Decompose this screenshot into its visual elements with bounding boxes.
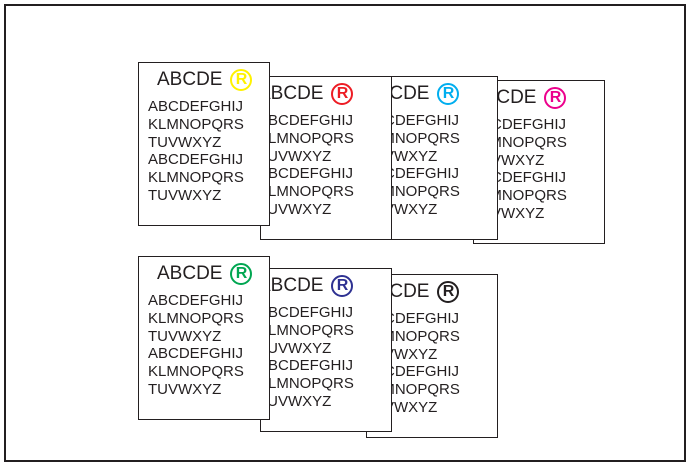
text-line: TUVWXYZ <box>148 380 222 398</box>
text-line: ABCDEFGHIJ <box>148 292 244 309</box>
text-line: KLMNOPQRS <box>148 115 244 133</box>
registered-mark-icon: R <box>230 69 253 91</box>
text-line: ABCDEFGHIJ <box>148 345 244 363</box>
registered-mark-icon: R <box>230 263 253 285</box>
text-line: KLMNOPQRS <box>148 363 244 381</box>
registered-mark-icon: R <box>331 83 354 105</box>
text-line: TUVWXYZ <box>148 327 222 345</box>
heading-text: ABCDE <box>157 69 223 90</box>
heading-text: ABCDE <box>260 83 324 104</box>
text-line: ABCDEFGHIJ <box>148 151 244 169</box>
text-line: KLMNOPQRS <box>260 375 354 393</box>
text-line: ABCDEFGHIJ <box>260 304 354 321</box>
sheet-heading-blue: ABCDE R <box>260 275 354 297</box>
text-line: ABCDEFGHIJ <box>148 98 244 115</box>
text-line: KLMNOPQRS <box>148 309 244 327</box>
text-line: ABCDEFGHIJ <box>260 112 354 129</box>
registered-mark-icon: R <box>437 281 460 303</box>
text-line: KLMNOPQRS <box>260 321 354 339</box>
text-line: TUVWXYZ <box>260 392 332 410</box>
sheet-heading-red: ABCDE R <box>260 83 354 105</box>
registered-mark-icon: R <box>331 275 354 297</box>
text-line: KLMNOPQRS <box>148 169 244 187</box>
text-line: TUVWXYZ <box>260 339 332 357</box>
sheet-heading-green: ABCDE R <box>157 263 253 285</box>
text-line: TUVWXYZ <box>260 147 332 165</box>
text-line: KLMNOPQRS <box>260 183 354 201</box>
text-line: TUVWXYZ <box>148 133 222 151</box>
text-line: ABCDEFGHIJ <box>260 165 354 183</box>
sheet-heading-yellow: ABCDE R <box>157 69 253 91</box>
registered-mark-icon: R <box>437 83 460 105</box>
heading-text: ABCDE <box>260 275 324 296</box>
text-line: TUVWXYZ <box>260 200 332 218</box>
heading-text: ABCDE <box>157 263 223 284</box>
registered-mark-icon: R <box>544 87 567 109</box>
text-line: KLMNOPQRS <box>260 129 354 147</box>
text-line: ABCDEFGHIJ <box>260 357 354 375</box>
text-line: TUVWXYZ <box>148 186 222 204</box>
